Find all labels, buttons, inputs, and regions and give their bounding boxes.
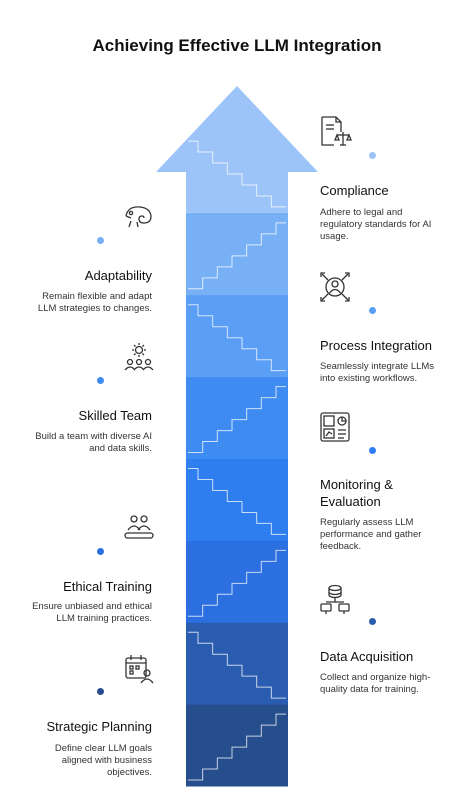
ethical-training-title: Ethical Training [63, 579, 152, 594]
skilled-team-description: Build a team with diverse AI and data sk… [35, 431, 152, 454]
skilled-team-dot [97, 377, 104, 384]
monitoring-evaluation-title: Monitoring & Evaluation [320, 477, 393, 509]
arrow-band-data-acquisition [186, 622, 288, 705]
diagram-title: Achieving Effective LLM Integration [92, 36, 382, 55]
stair-line-monitoring-evaluation [188, 468, 286, 535]
arrow-band-ethical-training [186, 540, 288, 623]
strategic-planning-title: Strategic Planning [46, 719, 152, 734]
chameleon-icon [122, 200, 156, 234]
arrow-band-monitoring-evaluation [186, 458, 288, 541]
calendar-user-icon [122, 652, 156, 686]
dashboard-chart-icon [318, 410, 352, 444]
document-scale-icon [318, 114, 352, 148]
stair-line-adaptability [188, 222, 286, 290]
monitoring-evaluation-dot [369, 447, 376, 454]
data-acquisition-title: Data Acquisition [320, 649, 414, 664]
people-balance-icon [122, 510, 156, 544]
arrow-band-compliance [156, 86, 318, 213]
ethical-training-description: Ensure unbiased and ethical LLM training… [32, 601, 152, 624]
stair-line-process-integration [188, 304, 286, 372]
compliance-dot [369, 152, 376, 159]
stair-line-strategic-planning [188, 713, 286, 781]
adaptability-dot [97, 237, 104, 244]
database-network-icon [318, 582, 352, 616]
arrow-band-process-integration [186, 294, 288, 378]
team-gear-icon [122, 340, 156, 374]
strategic-planning-description: Define clear LLM goals aligned with busi… [54, 743, 152, 778]
ethical-training-dot [97, 548, 104, 555]
data-acquisition-description: Collect and organize high-quality data f… [320, 672, 431, 695]
adaptability-title: Adaptability [84, 268, 152, 283]
compliance-description: Adhere to legal and regulatory standards… [320, 207, 432, 242]
process-integration-description: Seamlessly integrate LLMs into existing … [320, 361, 435, 384]
skilled-team-title: Skilled Team [78, 408, 152, 423]
arrow-band-skilled-team [186, 376, 288, 460]
stair-line-compliance [188, 140, 286, 208]
monitoring-evaluation-description: Regularly assess LLM performance and gat… [320, 517, 422, 552]
adaptability-description: Remain flexible and adapt LLM strategies… [37, 291, 152, 314]
strategic-planning-dot [97, 688, 104, 695]
stair-line-skilled-team [188, 386, 286, 454]
data-acquisition-dot [369, 618, 376, 625]
process-integration-title: Process Integration [320, 338, 433, 353]
stair-line-ethical-training [188, 549, 286, 617]
arrow-band-adaptability [186, 212, 288, 296]
compliance-title: Compliance [320, 183, 389, 198]
arrow-band-strategic-planning [186, 704, 288, 787]
process-integration-dot [369, 307, 376, 314]
stair-line-data-acquisition [188, 631, 286, 699]
user-network-icon [318, 270, 352, 304]
